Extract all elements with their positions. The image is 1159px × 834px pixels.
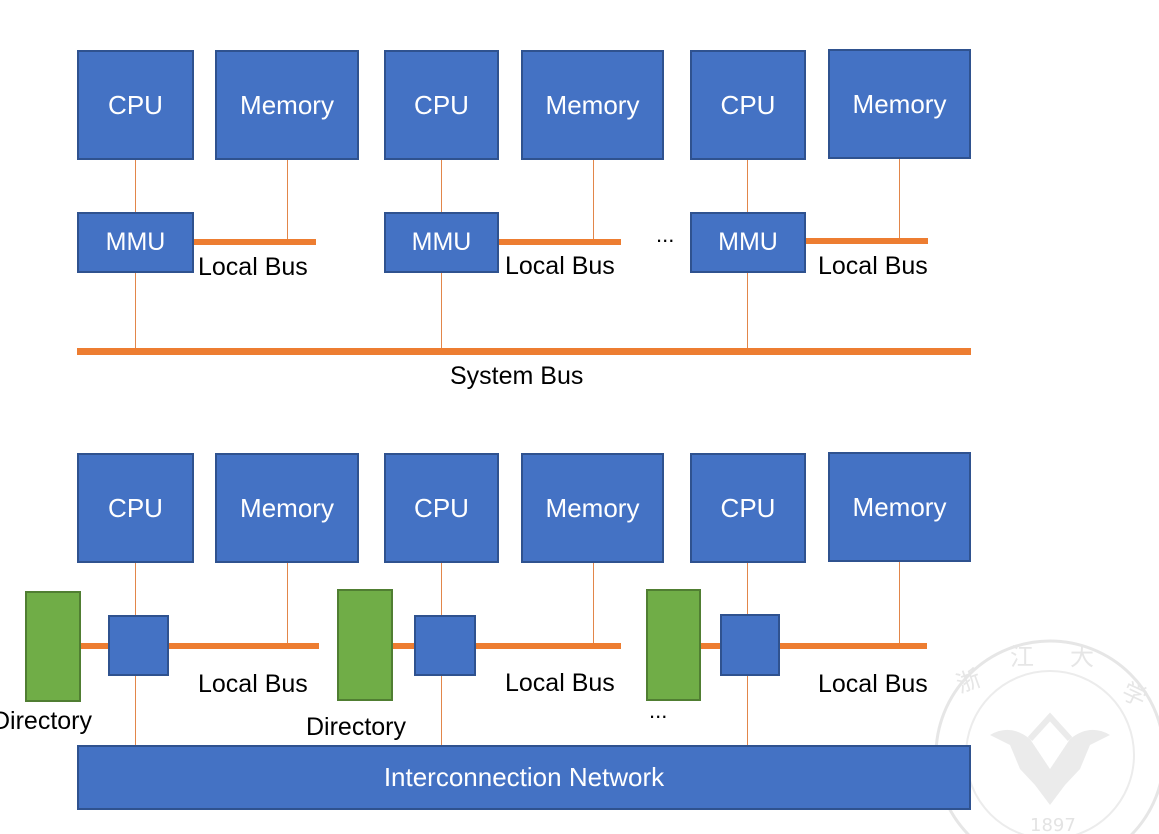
mmu-label: MMU [411,228,472,256]
memory-label: Memory [240,492,334,523]
cpu-switch-link [747,562,748,616]
mmu-system-bus-link [441,272,442,349]
directory-box [646,589,701,701]
memory-bus-link [593,562,594,646]
cpu-label: CPU [108,492,163,523]
memory-bus-link [593,159,594,241]
local-bus-line [80,643,319,649]
mmu-system-bus-link [135,272,136,349]
cpu-label: CPU [720,492,776,523]
mmu-box: MMU [690,212,806,273]
switch-network-link [135,675,136,747]
local-bus-label: Local Bus [198,253,308,281]
mmu-label: MMU [105,228,166,256]
switch-network-link [747,675,748,747]
cpu-box: CPU [77,50,194,160]
local-bus-label: Local Bus [198,670,308,698]
cpu-box: CPU [384,453,499,563]
svg-text:学: 学 [1117,677,1151,713]
switch-node [720,614,780,676]
memory-box: Memory [521,453,664,563]
directory-box [25,591,81,702]
memory-label: Memory [240,89,334,120]
svg-text:浙: 浙 [952,664,984,699]
switch-node [414,615,476,676]
memory-box: Memory [215,453,359,563]
cpu-mmu-link [747,159,748,213]
local-bus-line [700,643,927,649]
system-bus-label: System Bus [450,362,584,390]
local-bus-label: Local Bus [505,669,615,697]
local-bus-label: Local Bus [505,252,615,280]
cpu-box: CPU [690,50,806,160]
local-bus-line [497,239,621,245]
memory-label: Memory [545,492,640,523]
memory-box: Memory [521,50,664,160]
local-bus-label: Local Bus [818,252,928,280]
network-label: Interconnection Network [383,762,665,792]
cpu-box: CPU [690,453,806,563]
local-bus-line [392,643,621,649]
cpu-switch-link [135,562,136,616]
seal-year: 1897 [1030,815,1076,834]
memory-box: Memory [828,49,971,159]
memory-bus-link [899,561,900,643]
ellipsis: ... [656,222,675,247]
system-bus-line [77,348,971,355]
cpu-mmu-link [441,159,442,213]
memory-label: Memory [545,89,640,120]
cpu-label: CPU [720,89,776,120]
switch-network-link [441,675,442,747]
directory-box [337,589,393,701]
cpu-box: CPU [77,453,194,563]
cpu-label: CPU [414,89,469,120]
local-bus-line [192,239,316,245]
mmu-box: MMU [77,212,194,273]
memory-label: Memory [852,491,947,522]
memory-box: Memory [215,50,359,160]
interconnection-network: Interconnection Network [77,745,971,810]
mmu-box: MMU [384,212,499,273]
local-bus-label: Local Bus [818,670,928,698]
directory-label: Directory [306,713,407,741]
memory-bus-link [287,562,288,646]
cpu-box: CPU [384,50,499,160]
cpu-switch-link [441,562,442,616]
directory-label: Directory [0,707,93,735]
svg-text:大: 大 [1070,643,1094,671]
memory-bus-link [899,158,900,240]
mmu-label: MMU [718,228,778,256]
cpu-mmu-link [135,159,136,213]
ellipsis: ... [649,698,668,723]
memory-label: Memory [852,88,947,119]
switch-node [108,615,169,676]
cpu-label: CPU [108,89,163,120]
memory-bus-link [287,159,288,241]
svg-text:江: 江 [1010,643,1034,671]
memory-box: Memory [828,452,971,562]
local-bus-line [804,238,928,244]
cpu-label: CPU [414,492,469,523]
mmu-system-bus-link [747,272,748,349]
